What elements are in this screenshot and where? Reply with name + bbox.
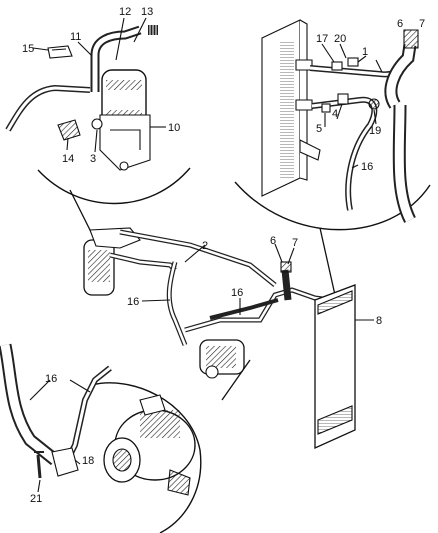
zoom-leader-bottom [221,359,251,401]
detail-accumulator [5,17,191,205]
callouts: 12 13 11 15 10 14 3 6 7 17 20 1 4 5 19 1… [22,6,425,505]
callout-18: 18 [82,455,94,467]
detail-border-arc [234,181,431,231]
detail-border-arc [91,382,202,533]
callout-10: 10 [168,122,180,134]
callout-19: 19 [369,125,381,137]
callout-16-top: 16 [361,161,373,173]
callout-17: 17 [316,33,328,45]
condenser [314,284,356,450]
callout-15: 15 [22,43,34,55]
callout-6-mid: 6 [270,235,276,247]
callout-8: 8 [376,315,382,327]
callout-3: 3 [90,153,96,165]
callout-1: 1 [362,46,368,58]
callout-20: 20 [334,33,346,45]
callout-21: 21 [30,493,42,505]
callout-5: 5 [316,123,322,135]
callout-14: 14 [62,153,74,165]
main-assembly [69,189,374,450]
callout-16-c: 16 [45,373,57,385]
callout-16-a: 16 [127,296,139,308]
callout-12: 12 [119,6,131,18]
callout-13: 13 [141,6,153,18]
callout-6-top: 6 [397,18,403,30]
detail-condenser [234,19,431,231]
callout-7-mid: 7 [292,237,298,249]
callout-2: 2 [202,240,208,252]
detail-compressor [0,343,202,533]
callout-4: 4 [332,108,338,120]
callout-16-b: 16 [231,287,243,299]
zoom-leader-right [319,227,336,296]
callout-11: 11 [70,31,81,43]
detail-border-arc [37,167,191,205]
callout-7-top: 7 [419,18,425,30]
